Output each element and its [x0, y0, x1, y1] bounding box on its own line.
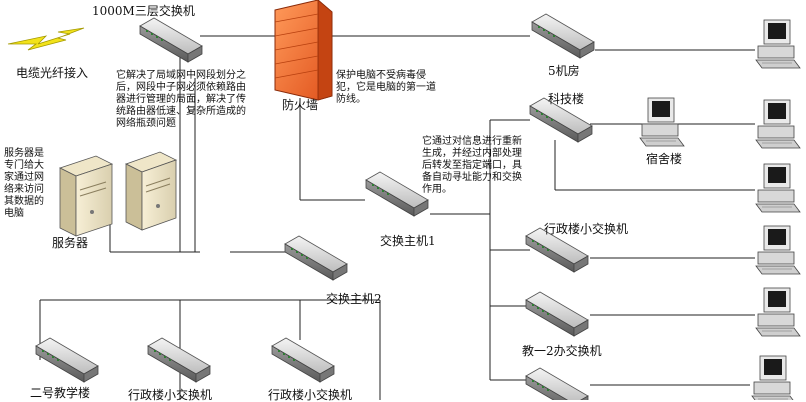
server-icon — [124, 151, 178, 231]
room5-label: 5机房 — [548, 64, 580, 78]
core-note: 它解决了局域网中网段划分之后，网段中子网必须依赖路由器进行管理的局面，解决了传统… — [116, 70, 246, 129]
admin-b1-switch — [147, 337, 211, 383]
pc-icon — [755, 287, 801, 337]
admin-b1-label: 行政楼小交换机 — [128, 388, 213, 402]
pc-icon — [755, 163, 801, 213]
pc-icon — [639, 97, 685, 147]
pc-icon — [751, 355, 797, 400]
lower-right-switch — [525, 367, 589, 400]
server-note: 服务器是专门给大家通过网络来访问其数据的电脑 — [4, 148, 44, 219]
admin-b2-label: 行政楼小交换机 — [268, 388, 353, 402]
bld2-switch — [35, 337, 99, 383]
admin-b2-switch — [271, 337, 335, 383]
firewall-icon — [274, 0, 333, 101]
edu2-label: 教一2办交换机 — [522, 344, 602, 358]
pc-icon — [755, 19, 801, 69]
lightning-icon — [7, 27, 85, 51]
host1-switch — [365, 171, 429, 217]
pc-icon — [755, 225, 801, 275]
bld2-label: 二号教学楼 — [30, 386, 91, 400]
host2-label: 交换主机2 — [326, 292, 382, 306]
server-icon — [58, 155, 114, 237]
host2-switch — [284, 235, 348, 281]
core-switch-label: 1000M三层交换机 — [92, 4, 195, 18]
room5-switch — [531, 13, 595, 59]
host1-label: 交换主机1 — [380, 234, 436, 248]
servers-label: 服务器 — [52, 236, 89, 250]
host1-note: 它通过对信息进行重新生成，并经过内部处理后转发至指定端口，具备自动寻址能力和交换… — [422, 136, 522, 195]
firewall-note: 保护电脑不受病毒侵犯，它是电脑的第一道防线。 — [336, 70, 436, 105]
core-switch — [139, 17, 203, 63]
tech-label: 科技楼 — [548, 92, 585, 106]
fiber-label: 电缆光纤接入 — [16, 66, 89, 80]
dorm-label: 宿舍楼 — [646, 152, 683, 166]
admin-small-label: 行政楼小交换机 — [544, 222, 629, 236]
edu2-switch — [525, 291, 589, 337]
firewall-label: 防火墙 — [282, 98, 319, 112]
pc-icon — [755, 99, 801, 149]
